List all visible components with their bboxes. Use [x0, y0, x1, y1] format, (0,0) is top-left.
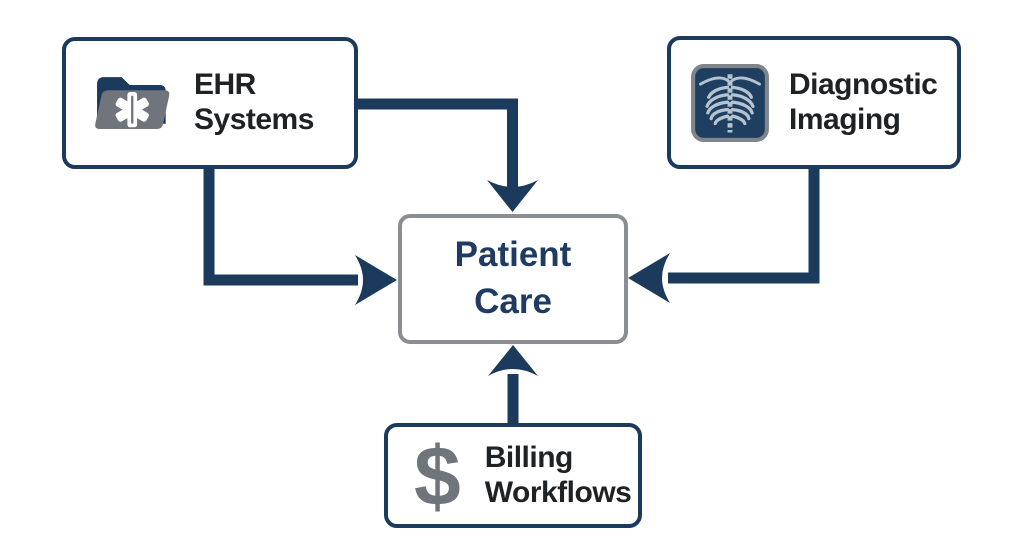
- xray-ribcage-icon: [689, 60, 771, 146]
- arrow-ehr-bottom-to-patient-left: [203, 167, 397, 305]
- node-label-patient: Patient Care: [454, 235, 572, 321]
- node-billing-workflows: $ Billing Workflows: [384, 423, 642, 528]
- arrow-billing-top-to-patient-bottom: [488, 345, 538, 424]
- node-ehr-systems: EHR Systems: [62, 37, 358, 169]
- dollar-icon: $: [414, 428, 461, 523]
- node-patient-care: Patient Care: [398, 214, 628, 344]
- node-label-ehr: EHR Systems: [194, 68, 314, 136]
- node-label-billing: Billing Workflows: [484, 440, 632, 509]
- medical-folder-icon: [90, 69, 178, 138]
- arrow-ehr-right-to-patient-top: [358, 98, 538, 212]
- node-diagnostic-imaging: Diagnostic Imaging: [667, 36, 961, 169]
- arrow-imaging-bottom-to-patient-right: [628, 167, 820, 303]
- node-label-imaging: Diagnostic Imaging: [789, 67, 938, 136]
